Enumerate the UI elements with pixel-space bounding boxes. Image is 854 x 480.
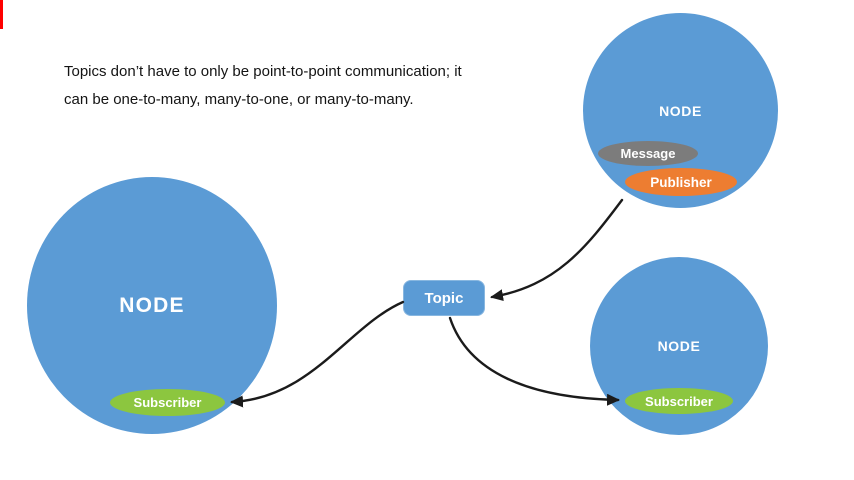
topic-label: Topic (424, 289, 464, 307)
left-subscriber-pill: Subscriber (110, 389, 225, 416)
caption-text: Topics don’t have to only be point-to-po… (64, 63, 462, 108)
bottom-right-node-label: NODE (657, 338, 701, 354)
publisher-label: Publisher (650, 174, 712, 190)
message-label: Message (620, 146, 676, 161)
bottom-right-subscriber-label: Subscriber (645, 393, 713, 409)
bottom-right-subscriber-pill: Subscriber (625, 388, 733, 414)
top-right-node-label: NODE (659, 102, 702, 119)
left-node-label: NODE (119, 293, 185, 317)
message-pill: Message (598, 141, 698, 166)
left-subscriber-label: Subscriber (133, 395, 202, 410)
publisher-pill: Publisher (625, 168, 737, 196)
arrow-publisher-to-topic (490, 198, 624, 302)
red-marker-line (0, 0, 3, 29)
topic-box: Topic (403, 280, 485, 316)
